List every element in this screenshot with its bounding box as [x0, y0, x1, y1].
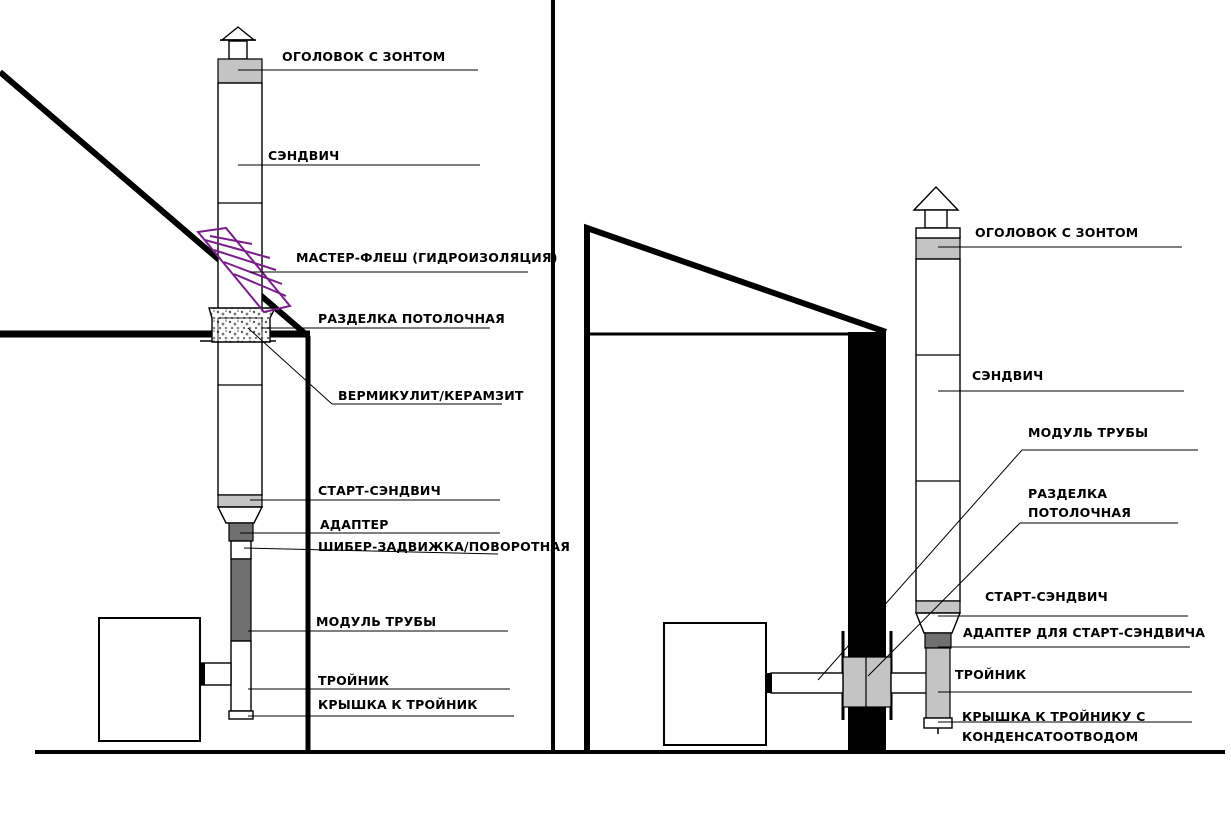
- right-stove: [663, 622, 767, 746]
- left-ceiling-pass: [208, 307, 277, 343]
- left-damper: [230, 540, 252, 560]
- left-master-flash: [196, 226, 292, 314]
- right-label-sandwich: СЭНДВИЧ: [972, 368, 1043, 383]
- left-label-adapter: АДАПТЕР: [320, 517, 389, 532]
- left-label-start-sandwich: СТАРТ-СЭНДВИЧ: [318, 483, 441, 498]
- left-label-damper: ШИБЕР-ЗАДВИЖКА/ПОВОРОТНАЯ: [318, 539, 570, 554]
- right-labels: ОГОЛОВОК С ЗОНТОМ СЭНДВИЧ МОДУЛЬ ТРУБЫ Р…: [955, 225, 1205, 744]
- left-label-sandwich: СЭНДВИЧ: [268, 148, 339, 163]
- left-label-ceiling-pass: РАЗДЕЛКА ПОТОЛОЧНАЯ: [318, 311, 505, 326]
- left-tee: [230, 640, 252, 712]
- right-tee: [925, 647, 951, 719]
- left-tee-cap: [228, 710, 254, 720]
- left-labels: ОГОЛОВОК С ЗОНТОМ СЭНДВИЧ МАСТЕР-ФЛЕШ (Г…: [268, 49, 570, 712]
- left-leaders: [238, 69, 528, 717]
- right-house-outline: [584, 223, 887, 752]
- right-cap-collar: [915, 236, 961, 260]
- right-label-ceiling-pass-line1: РАЗДЕЛКА: [1028, 486, 1107, 501]
- left-stove: [98, 617, 201, 742]
- right-label-cap: ОГОЛОВОК С ЗОНТОМ: [975, 225, 1138, 240]
- right-cap-umbrella: [912, 185, 960, 211]
- right-tee-cap: [923, 717, 953, 729]
- right-label-tee-cap-line2: КОНДЕНСАТООТВОДОМ: [962, 729, 1138, 744]
- right-label-pipe-module: МОДУЛЬ ТРУБЫ: [1028, 425, 1148, 440]
- left-label-vermiculite: ВЕРМИКУЛИТ/КЕРАМЗИТ: [338, 388, 524, 403]
- right-label-start-sandwich: СТАРТ-СЭНДВИЧ: [985, 589, 1108, 604]
- left-label-pipe-module: МОДУЛЬ ТРУБЫ: [316, 614, 436, 629]
- right-adapter: [924, 632, 952, 649]
- left-pipe-module: [230, 558, 252, 642]
- left-label-tee: ТРОЙНИК: [318, 673, 390, 688]
- right-scene: [584, 185, 962, 752]
- left-label-master-flash: МАСТЕР-ФЛЕШ (ГИДРОИЗОЛЯЦИЯ): [296, 250, 558, 265]
- left-start-sandwich: [217, 494, 263, 508]
- left-cap-umbrella: [220, 26, 256, 41]
- left-cap-collar: [217, 58, 263, 84]
- left-adapter: [228, 522, 254, 542]
- right-label-ceiling-pass-line2: ПОТОЛОЧНАЯ: [1028, 505, 1131, 520]
- right-label-tee-cap-line1: КРЫШКА К ТРОЙНИКУ С: [962, 709, 1145, 724]
- right-start-sandwich: [915, 600, 961, 614]
- right-wall-pass: [842, 656, 892, 708]
- left-sandwich-pipe: [217, 82, 263, 496]
- left-scene: [0, 26, 311, 752]
- left-label-cap: ОГОЛОВОК С ЗОНТОМ: [282, 49, 445, 64]
- right-leaders: [817, 246, 1198, 723]
- right-label-adapter: АДАПТЕР ДЛЯ СТАРТ-СЭНДВИЧА: [963, 625, 1205, 640]
- right-sandwich-pipe: [915, 258, 961, 602]
- right-label-tee: ТРОЙНИК: [955, 667, 1027, 682]
- left-label-tee-cap: КРЫШКА К ТРОЙНИК: [318, 697, 478, 712]
